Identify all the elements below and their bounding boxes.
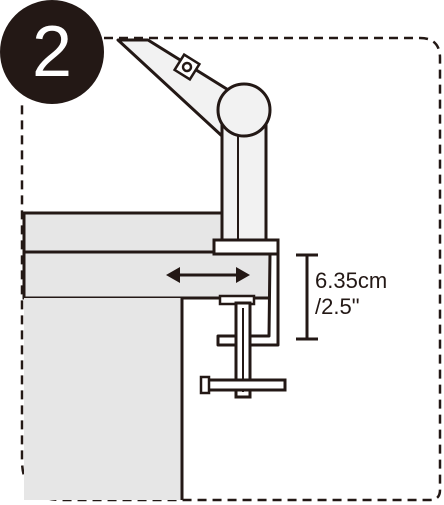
arm-screw-icon bbox=[172, 52, 202, 82]
measurement-imperial: /2.5" bbox=[315, 294, 360, 319]
dimension-bracket-icon bbox=[296, 253, 318, 341]
clamp-bracket bbox=[216, 252, 280, 347]
arm-joint-knob bbox=[216, 82, 272, 138]
desk-side-panel bbox=[24, 298, 182, 500]
measurement-label: 6.35cm /2.5" bbox=[315, 268, 387, 320]
double-arrow-icon bbox=[166, 267, 250, 283]
step-number: 2 bbox=[31, 12, 73, 92]
clamp-t-handle bbox=[205, 378, 287, 392]
measurement-metric: 6.35cm bbox=[315, 268, 388, 293]
clamp-top-plate bbox=[212, 238, 280, 256]
step-number-badge: 2 bbox=[0, 0, 104, 104]
clamp-handle-cap bbox=[199, 375, 211, 395]
